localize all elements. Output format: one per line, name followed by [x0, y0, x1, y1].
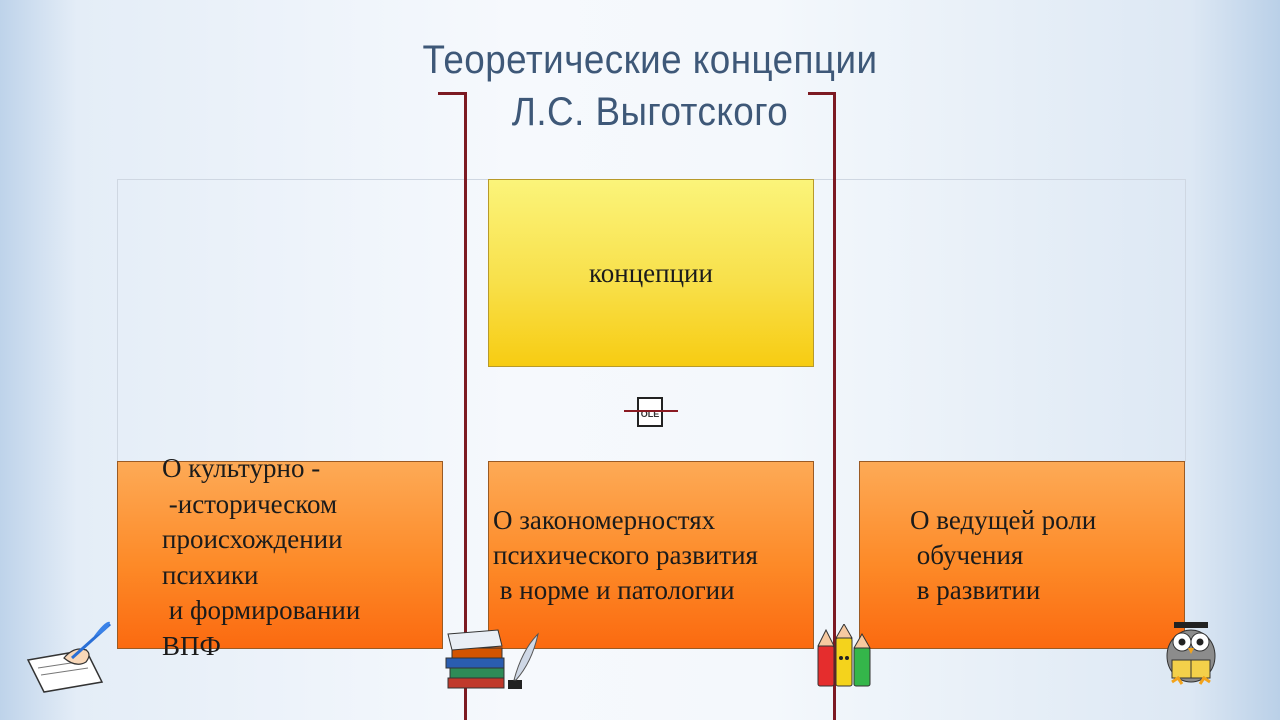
node-1-line-1: О культурно -	[162, 453, 321, 483]
owl-reading-icon	[1166, 622, 1216, 685]
ole-strike-line	[624, 410, 678, 412]
node-1-line-6: ВПФ	[162, 630, 221, 661]
writing-hand-icon	[26, 621, 112, 693]
crayons-icon	[817, 624, 871, 687]
title-line-1: Теоретические концепции	[422, 38, 878, 82]
node-3-line-1: О ведущей роли	[910, 505, 1097, 535]
node-1-line-3: происхождении	[162, 524, 343, 554]
ole-object-icon[interactable]: OLE	[637, 397, 663, 427]
node-cultural-historical[interactable]: О культурно - -историческом происхождени…	[117, 453, 443, 661]
node-1-line-2: -историческом	[162, 488, 338, 519]
center-node[interactable]: концепции	[488, 179, 814, 367]
node-3-line-2: обучения	[910, 540, 1024, 570]
node-mental-development[interactable]: О закономерностях психического развития …	[488, 461, 814, 649]
node-1-line-4: психики	[162, 559, 259, 590]
left-divider-cap	[438, 92, 466, 95]
node-1-line-5: и формировании	[162, 595, 361, 625]
node-2-line-3: в норме и патологии	[493, 575, 735, 605]
node-2-line-2: психического развития	[493, 540, 758, 570]
right-divider-line	[833, 92, 836, 720]
right-divider-cap	[808, 92, 836, 95]
node-role-of-learning[interactable]: О ведущей роли обучения в развитии	[859, 461, 1185, 649]
node-3-line-3: в развитии	[910, 575, 1041, 605]
center-node-label: концепции	[589, 258, 713, 288]
ole-label: OLE	[640, 409, 660, 419]
title-line-2: Л.С. Выготского	[511, 90, 789, 134]
slide-title: Теоретические концепции Л.С. Выготского	[365, 34, 935, 138]
books-quill-icon	[445, 629, 539, 689]
node-2-line-1: О закономерностях	[493, 505, 716, 535]
left-divider-line	[464, 92, 467, 720]
